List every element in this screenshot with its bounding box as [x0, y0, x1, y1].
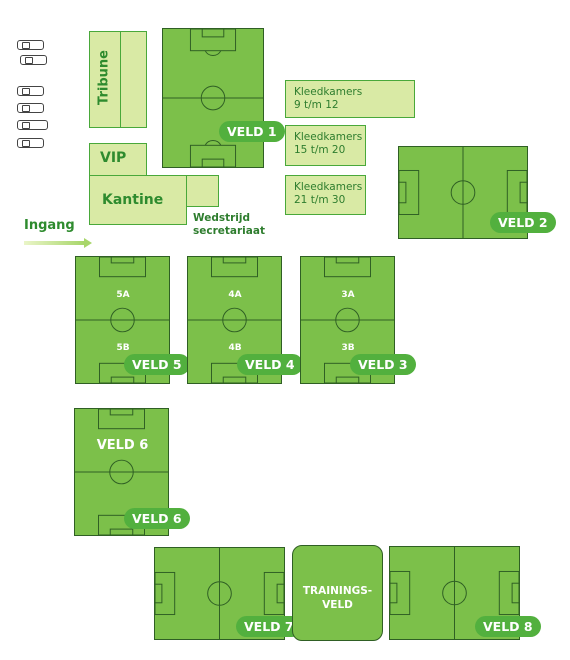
parked-car	[17, 138, 44, 148]
subfield-3a-label: 3A	[341, 290, 355, 300]
pitch-markings	[390, 547, 519, 639]
field-veld-1	[162, 28, 264, 168]
subfield-5a-label: 5A	[116, 290, 130, 300]
pitch-markings	[163, 29, 263, 167]
pitch-markings	[155, 548, 284, 639]
trainingsveld-label: TRAININGS- VELD	[293, 584, 382, 612]
kleedkamers-15-20-line1: Kleedkamers	[294, 131, 363, 143]
kleedkamers-9-12: Kleedkamers 9 t/m 12	[285, 80, 415, 118]
kleedkamers-15-20: Kleedkamers 15 t/m 20	[285, 125, 366, 166]
subfield-3b-label: 3B	[341, 343, 355, 353]
wedstrijd-line2: secretariaat	[193, 225, 265, 237]
veld-6-title: VELD 6	[96, 438, 149, 453]
entrance-arrow-icon	[24, 233, 92, 248]
tribune-label: Tribune	[96, 50, 112, 105]
vip-label: VIP	[100, 150, 127, 166]
kleedkamers-21-30-line1: Kleedkamers	[294, 181, 363, 193]
kleedkamers-9-12-line1: Kleedkamers	[294, 86, 363, 98]
wedstrijdsecretariaat-label: Wedstrijd secretariaat	[193, 212, 265, 238]
kleedkamers-9-12-line2: 9 t/m 12	[294, 99, 339, 111]
badge-veld-2: VELD 2	[490, 212, 556, 233]
badge-veld-1: VELD 1	[219, 121, 285, 142]
parked-car	[20, 55, 47, 65]
trainingsveld-line2: VELD	[322, 599, 353, 611]
badge-veld-7: VELD 7	[236, 616, 302, 637]
parked-car	[17, 40, 44, 50]
vip-building: VIP	[89, 143, 147, 176]
wedstrijd-line1: Wedstrijd	[193, 212, 251, 224]
subfield-4a-label: 4A	[228, 290, 242, 300]
subfield-4b-label: 4B	[228, 343, 242, 353]
kleedkamers-21-30-line2: 21 t/m 30	[294, 194, 346, 206]
trainingsveld-line1: TRAININGS-	[302, 585, 373, 597]
entrance-label: Ingang	[24, 218, 75, 233]
field-trainingsveld: TRAININGS- VELD	[292, 545, 383, 641]
pitch-markings	[76, 257, 169, 383]
kleedkamers-21-30: Kleedkamers 21 t/m 30	[285, 175, 366, 215]
badge-veld-8: VELD 8	[475, 616, 541, 637]
tribune-building: Tribune	[89, 31, 147, 128]
badge-veld-6: VELD 6	[124, 508, 190, 529]
subfield-5b-label: 5B	[116, 343, 130, 353]
parked-car	[17, 86, 44, 96]
badge-veld-3: VELD 3	[350, 354, 416, 375]
tribune-divider	[120, 32, 121, 127]
badge-veld-5: VELD 5	[124, 354, 190, 375]
parked-car	[17, 103, 44, 113]
kantine-building: Kantine	[89, 175, 187, 225]
parked-car	[17, 120, 48, 130]
kleedkamers-15-20-line2: 15 t/m 20	[294, 144, 346, 156]
field-veld-7	[154, 547, 285, 640]
kantine-label: Kantine	[102, 192, 164, 208]
badge-veld-4: VELD 4	[237, 354, 303, 375]
kantine-annex	[186, 175, 219, 207]
